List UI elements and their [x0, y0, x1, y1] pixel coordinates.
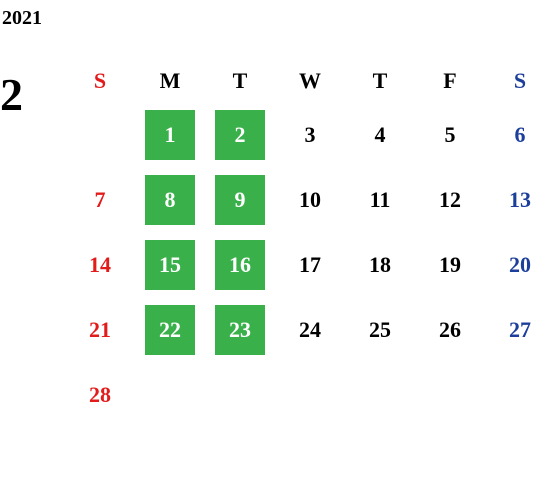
- highlighted-day-number: 22: [145, 304, 195, 355]
- day-cell: 8: [135, 167, 205, 232]
- day-cell: 4: [345, 102, 415, 167]
- weekday-header-tuesday: T: [232, 68, 248, 93]
- weekday-header-wednesday: W: [299, 68, 321, 93]
- day-cell: [205, 362, 275, 427]
- weekday-header-friday: F: [443, 68, 457, 93]
- week-row: 14 15 16 17 18 19 20: [65, 232, 548, 297]
- highlighted-day-number: 8: [145, 174, 195, 225]
- weekday-header-row: S M T W T F S: [65, 60, 548, 102]
- week-row: 21 22 23 24 25 26 27: [65, 297, 548, 362]
- day-cell: 22: [135, 297, 205, 362]
- day-number: 25: [369, 316, 391, 342]
- day-cell: 6: [485, 102, 548, 167]
- highlighted-day-number: 16: [215, 239, 265, 290]
- day-cell: 26: [415, 297, 485, 362]
- week-row: 28: [65, 362, 548, 427]
- day-number: 7: [94, 186, 106, 212]
- day-number: 13: [509, 186, 531, 212]
- day-cell: [275, 362, 345, 427]
- day-number: 3: [304, 121, 316, 147]
- day-cell: 15: [135, 232, 205, 297]
- day-number: 24: [299, 316, 321, 342]
- day-number: 10: [299, 186, 321, 212]
- day-cell: 18: [345, 232, 415, 297]
- day-number: 11: [369, 186, 391, 212]
- day-number: 17: [299, 251, 321, 277]
- day-cell: 14: [65, 232, 135, 297]
- day-number: 27: [509, 316, 531, 342]
- day-number: 5: [444, 121, 456, 147]
- highlighted-day-number: 2: [215, 109, 265, 160]
- day-number: 28: [89, 381, 111, 407]
- highlighted-day-number: 23: [215, 304, 265, 355]
- highlighted-day-number: 15: [145, 239, 195, 290]
- day-number: 18: [369, 251, 391, 277]
- day-number: 21: [89, 316, 111, 342]
- day-cell: 21: [65, 297, 135, 362]
- day-number: 12: [439, 186, 461, 212]
- day-cell: 13: [485, 167, 548, 232]
- day-cell: 5: [415, 102, 485, 167]
- day-number: 14: [89, 251, 111, 277]
- day-cell: [135, 362, 205, 427]
- day-cell: 20: [485, 232, 548, 297]
- day-cell: 12: [415, 167, 485, 232]
- day-number: 4: [374, 121, 386, 147]
- weekday-header-monday: M: [159, 68, 181, 93]
- day-cell: 1: [135, 102, 205, 167]
- month-number: 2: [0, 69, 23, 120]
- weekday-header-thursday: T: [372, 68, 388, 93]
- highlighted-day-number: 1: [145, 109, 195, 160]
- day-number: 26: [439, 316, 461, 342]
- day-cell: 9: [205, 167, 275, 232]
- day-cell: 17: [275, 232, 345, 297]
- day-cell: 19: [415, 232, 485, 297]
- day-cell: 16: [205, 232, 275, 297]
- day-number: 19: [439, 251, 461, 277]
- day-cell: [65, 102, 135, 167]
- weekday-header-saturday: S: [513, 68, 527, 93]
- day-cell: 24: [275, 297, 345, 362]
- day-number: 20: [509, 251, 531, 277]
- day-cell: [345, 362, 415, 427]
- day-cell: 28: [65, 362, 135, 427]
- year-label: 2021: [2, 7, 42, 29]
- day-cell: 25: [345, 297, 415, 362]
- day-cell: [415, 362, 485, 427]
- weekday-header-sunday: S: [93, 68, 107, 93]
- day-cell: 27: [485, 297, 548, 362]
- highlighted-day-number: 9: [215, 174, 265, 225]
- day-cell: 7: [65, 167, 135, 232]
- day-cell: 2: [205, 102, 275, 167]
- day-cell: [485, 362, 548, 427]
- day-number: 6: [514, 121, 526, 147]
- day-cell: 10: [275, 167, 345, 232]
- day-cell: 11: [345, 167, 415, 232]
- day-cell: 3: [275, 102, 345, 167]
- day-cell: 23: [205, 297, 275, 362]
